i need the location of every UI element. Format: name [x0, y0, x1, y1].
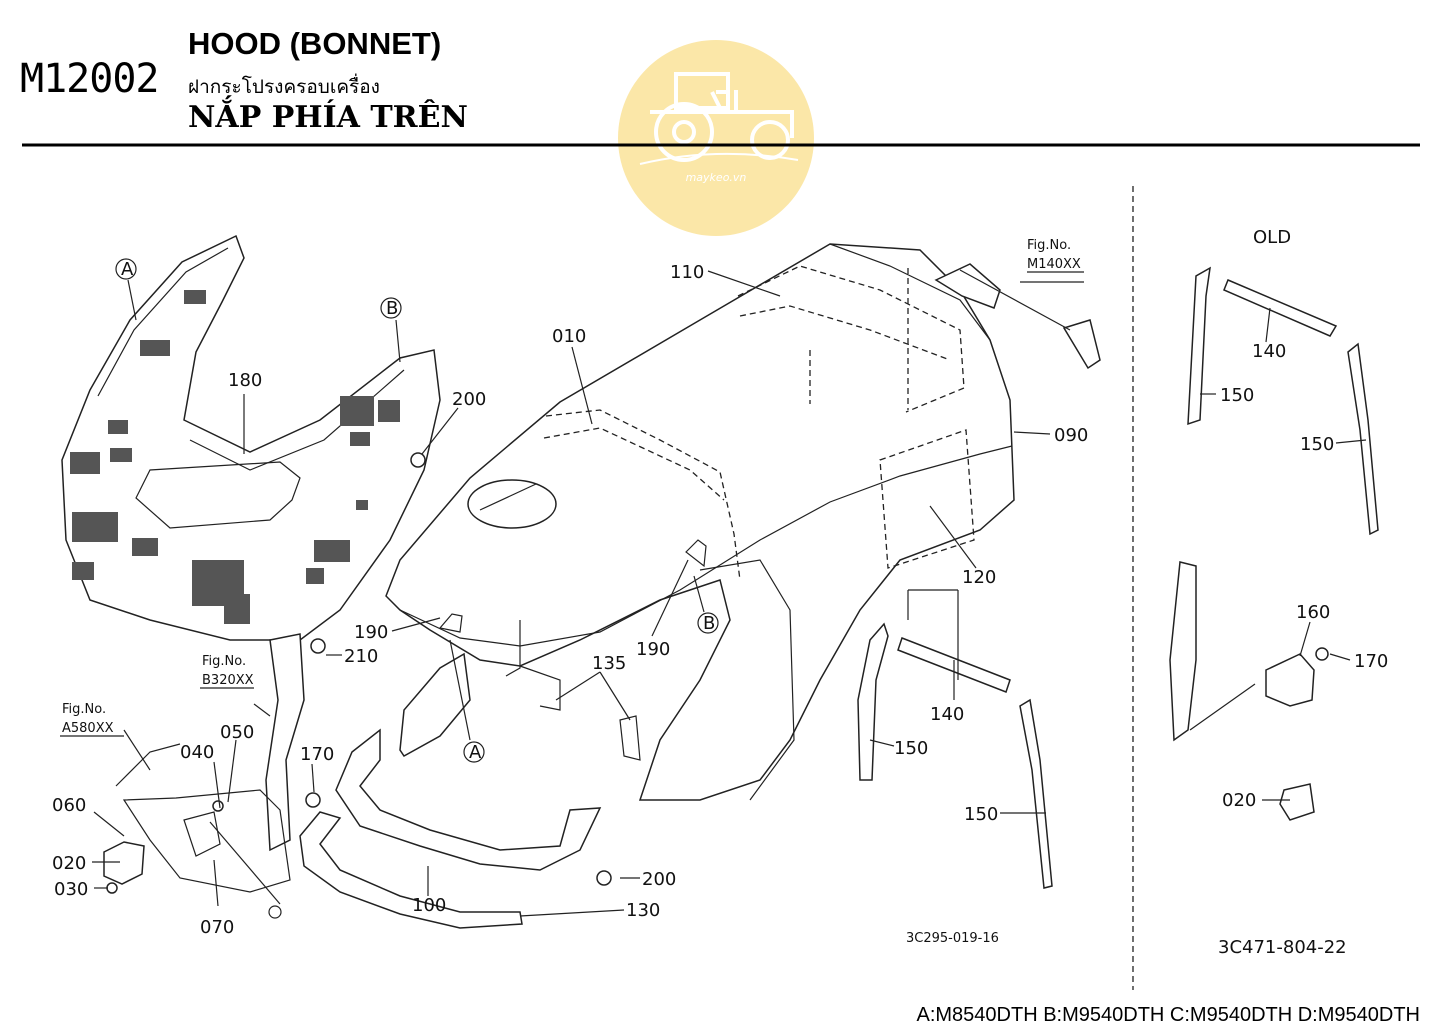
marker-b-upper: B [386, 298, 398, 319]
label-050: 050 [220, 722, 254, 743]
linkage-parts [934, 263, 1101, 370]
fig-label-m140: Fig.No. [1027, 238, 1071, 253]
tractor-icon [650, 72, 794, 162]
label-200-upper: 200 [452, 389, 486, 410]
fig-ref-m140: M140XX [1027, 257, 1081, 272]
label-200-lower: 200 [642, 869, 676, 890]
label-190-left: 190 [354, 622, 388, 643]
label-150-mid: 150 [894, 738, 928, 759]
model-list-footer: A:M8540DTH B:M9540DTH C:M9540DTH D:M9540… [916, 1004, 1421, 1026]
title-english: HOOD (BONNET) [188, 26, 442, 61]
marker-a-lower: A [469, 742, 482, 763]
label-210: 210 [344, 646, 378, 667]
label-150-low: 150 [964, 804, 998, 825]
title-vietnamese: NẮP PHÍA TRÊN [188, 100, 468, 135]
watermark-text: maykeo.vn [686, 171, 747, 184]
label-120: 120 [962, 567, 996, 588]
front-grille [61, 234, 441, 641]
fig-ref-b320: B320XX [202, 673, 254, 688]
part-labels: 110 010 090 120 180 200 190 190 210 135 … [52, 227, 1388, 958]
leader-lines [60, 270, 1367, 917]
fig-label-a580: Fig.No. [62, 702, 106, 717]
label-150-old-right: 150 [1300, 434, 1334, 455]
label-020-left: 020 [52, 853, 86, 874]
label-190-right: 190 [636, 639, 670, 660]
hood-body [385, 243, 1015, 801]
label-150-old-left: 150 [1220, 385, 1254, 406]
drawing-number-old: 3C471-804-22 [1218, 937, 1347, 958]
label-010: 010 [552, 326, 586, 347]
label-110: 110 [670, 262, 704, 283]
label-020-old: 020 [1222, 790, 1256, 811]
label-100: 100 [412, 895, 446, 916]
drawing-number-main: 3C295-019-16 [906, 931, 999, 946]
label-170-left: 170 [300, 744, 334, 765]
fig-label-b320: Fig.No. [202, 654, 246, 669]
watermark-logo: maykeo.vn [618, 40, 814, 236]
marker-b-lower: B [703, 613, 715, 634]
label-140-old: 140 [1252, 341, 1286, 362]
label-070: 070 [200, 917, 234, 938]
marker-a-upper: A [121, 259, 134, 280]
label-140-mid: 140 [930, 704, 964, 725]
label-160: 160 [1296, 602, 1330, 623]
label-170-old: 170 [1354, 651, 1388, 672]
label-130: 130 [626, 900, 660, 921]
old-heading: OLD [1253, 227, 1291, 248]
diagram-code: M12002 [20, 56, 159, 102]
fig-ref-a580: A580XX [62, 721, 114, 736]
label-060: 060 [52, 795, 86, 816]
title-thai: ฝากระโปรงครอบเครื่อง [188, 76, 380, 98]
label-030: 030 [54, 879, 88, 900]
lower-frame [299, 652, 641, 929]
label-135: 135 [592, 653, 626, 674]
brackets [103, 452, 1329, 919]
reference-markers [115, 258, 719, 763]
label-090: 090 [1054, 425, 1088, 446]
weather-strips [857, 266, 1379, 889]
label-040: 040 [180, 742, 214, 763]
label-180: 180 [228, 370, 262, 391]
